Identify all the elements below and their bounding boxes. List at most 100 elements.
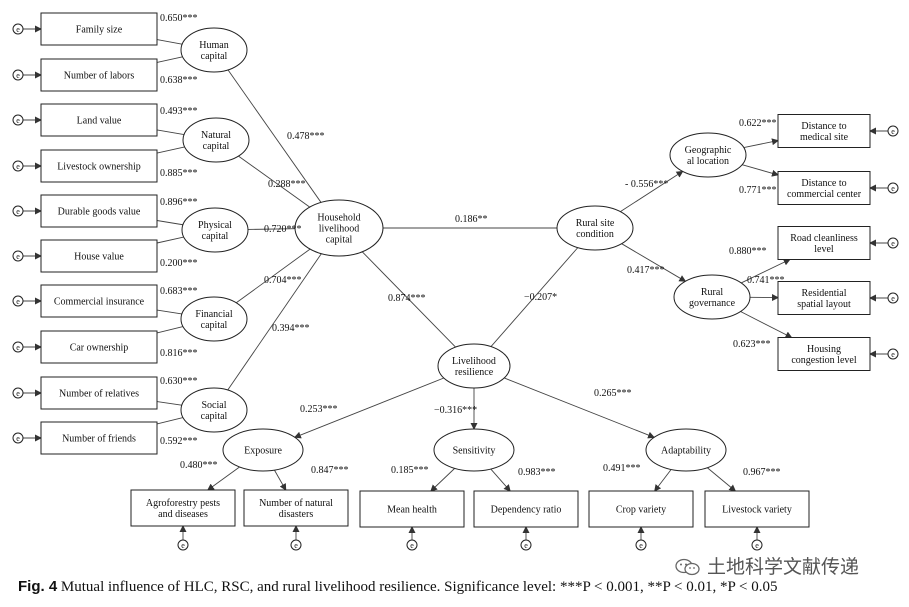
latent-geo-label: Geographic xyxy=(685,145,732,156)
coef-land: 0.493*** xyxy=(160,106,198,117)
observed-medical xyxy=(777,114,871,148)
family_size-error-term xyxy=(12,23,24,35)
observed-disasters-label: disasters xyxy=(279,509,314,520)
observed-car-label: Car ownership xyxy=(70,343,129,354)
pests-error-term xyxy=(177,539,189,551)
observed-medical-label: Distance to xyxy=(801,121,846,132)
figure-label: Fig. 4 xyxy=(18,578,58,595)
observed-relatives-label: Number of relatives xyxy=(59,389,139,400)
path-natural-livestock_own xyxy=(156,146,185,154)
health-error-term xyxy=(406,539,418,551)
livestock_own-error-term xyxy=(12,160,24,172)
coef-durable: 0.896*** xyxy=(160,197,198,208)
latent-resilience-label: resilience xyxy=(455,367,494,378)
observed-family_size-label: Family size xyxy=(76,25,123,36)
observed-land xyxy=(40,103,158,137)
latent-physical-label: capital xyxy=(202,231,229,242)
coef-physical_hlc: 0.720*** xyxy=(264,224,302,235)
latent-rsc xyxy=(556,205,634,251)
coef-livestock_own: 0.885*** xyxy=(160,168,198,179)
coef-res_sens: −0.316*** xyxy=(434,405,477,416)
path-adaptability-crop xyxy=(654,469,672,492)
latent-resilience xyxy=(437,343,511,389)
path-human-hlc xyxy=(227,69,322,203)
path-gov-road xyxy=(741,258,791,284)
family_size-error-label: e xyxy=(16,25,20,34)
path-exposure-pests xyxy=(207,466,240,491)
latent-adaptability xyxy=(645,428,727,472)
latent-sensitivity-label: Sensitivity xyxy=(453,446,496,457)
latent-natural-label: Natural xyxy=(201,130,231,141)
latent-hlc xyxy=(294,199,384,257)
medical-error-label: e xyxy=(891,127,895,136)
observed-commercial-label: Distance to xyxy=(801,178,846,189)
observed-livestock_own xyxy=(40,149,158,183)
latent-gov-label: Rural xyxy=(701,287,723,298)
coef-dependency: 0.983*** xyxy=(518,467,556,478)
observed-durable-label: Durable goods value xyxy=(58,207,141,218)
latent-geo-label: al location xyxy=(687,156,729,167)
medical-error-term xyxy=(887,125,899,137)
watermark-text: 土地科学文献传递 xyxy=(707,556,860,578)
observed-livestock_var xyxy=(704,490,810,528)
latent-gov-label: governance xyxy=(689,298,736,309)
coef-house: 0.200*** xyxy=(160,258,198,269)
observed-land-label: Land value xyxy=(77,116,122,127)
livestock_own-error-label: e xyxy=(16,162,20,171)
coef-family_size: 0.650*** xyxy=(160,13,198,24)
labors-error-term xyxy=(12,69,24,81)
latent-exposure-label: Exposure xyxy=(244,446,282,457)
coef-friends: 0.592*** xyxy=(160,436,198,447)
path-rsc-resilience xyxy=(490,247,579,347)
latent-natural-label: capital xyxy=(203,141,230,152)
observed-commercial xyxy=(777,171,871,205)
observed-disasters-label: Number of natural xyxy=(259,498,333,509)
latent-human-label: capital xyxy=(201,51,228,62)
latent-physical-label: Physical xyxy=(198,220,232,231)
observed-health-label: Mean health xyxy=(387,505,437,516)
watermark: 土地科学文献传递 xyxy=(675,552,859,579)
latent-social-label: Social xyxy=(202,400,227,411)
observed-labors-label: Number of labors xyxy=(64,71,135,82)
car-error-label: e xyxy=(16,343,20,352)
land-error-label: e xyxy=(16,116,20,125)
latent-adaptability-label: Adaptability xyxy=(661,446,711,457)
latent-exposure xyxy=(222,428,304,472)
coef-medical: 0.622*** xyxy=(739,118,777,129)
house-error-label: e xyxy=(16,252,20,261)
path-social-relatives xyxy=(156,401,182,406)
path-social-friends xyxy=(156,417,184,425)
coef-natural_hlc: 0.288*** xyxy=(268,179,306,190)
latent-hlc-label: Household xyxy=(317,213,360,224)
path-sensitivity-dependency xyxy=(490,468,511,492)
observed-house-label: House value xyxy=(74,252,124,263)
observed-livestock_own-label: Livestock ownership xyxy=(57,162,141,173)
path-resilience-exposure xyxy=(293,377,445,439)
coef-rsc_gov: 0.417*** xyxy=(627,265,665,276)
path-financial-hlc xyxy=(236,248,311,304)
path-exposure-disasters xyxy=(274,469,287,491)
observed-durable xyxy=(40,194,158,228)
observed-insurance-label: Commercial insurance xyxy=(54,297,145,308)
coef-res_exp: 0.253*** xyxy=(300,404,338,415)
coef-commercial: 0.771*** xyxy=(739,185,777,196)
latent-natural xyxy=(182,117,250,163)
dependency-error-label: e xyxy=(524,541,528,550)
path-rsc-gov xyxy=(621,243,687,282)
observed-commercial-label: commercial center xyxy=(787,189,862,200)
road-error-label: e xyxy=(891,239,895,248)
observed-residential-label: Residential xyxy=(802,288,847,299)
latent-social xyxy=(180,387,248,433)
path-natural-land xyxy=(156,129,185,135)
crop-error-term xyxy=(635,539,647,551)
coef-res_adapt: 0.265*** xyxy=(594,388,632,399)
coef-pests: 0.480*** xyxy=(180,460,218,471)
coef-human_hlc: 0.478*** xyxy=(287,131,325,142)
coef-relatives: 0.630*** xyxy=(160,376,198,387)
coef-car: 0.816*** xyxy=(160,348,198,359)
durable-error-label: e xyxy=(16,207,20,216)
insurance-error-term xyxy=(12,295,24,307)
coef-disasters: 0.847*** xyxy=(311,465,349,476)
observed-residential xyxy=(777,281,871,315)
